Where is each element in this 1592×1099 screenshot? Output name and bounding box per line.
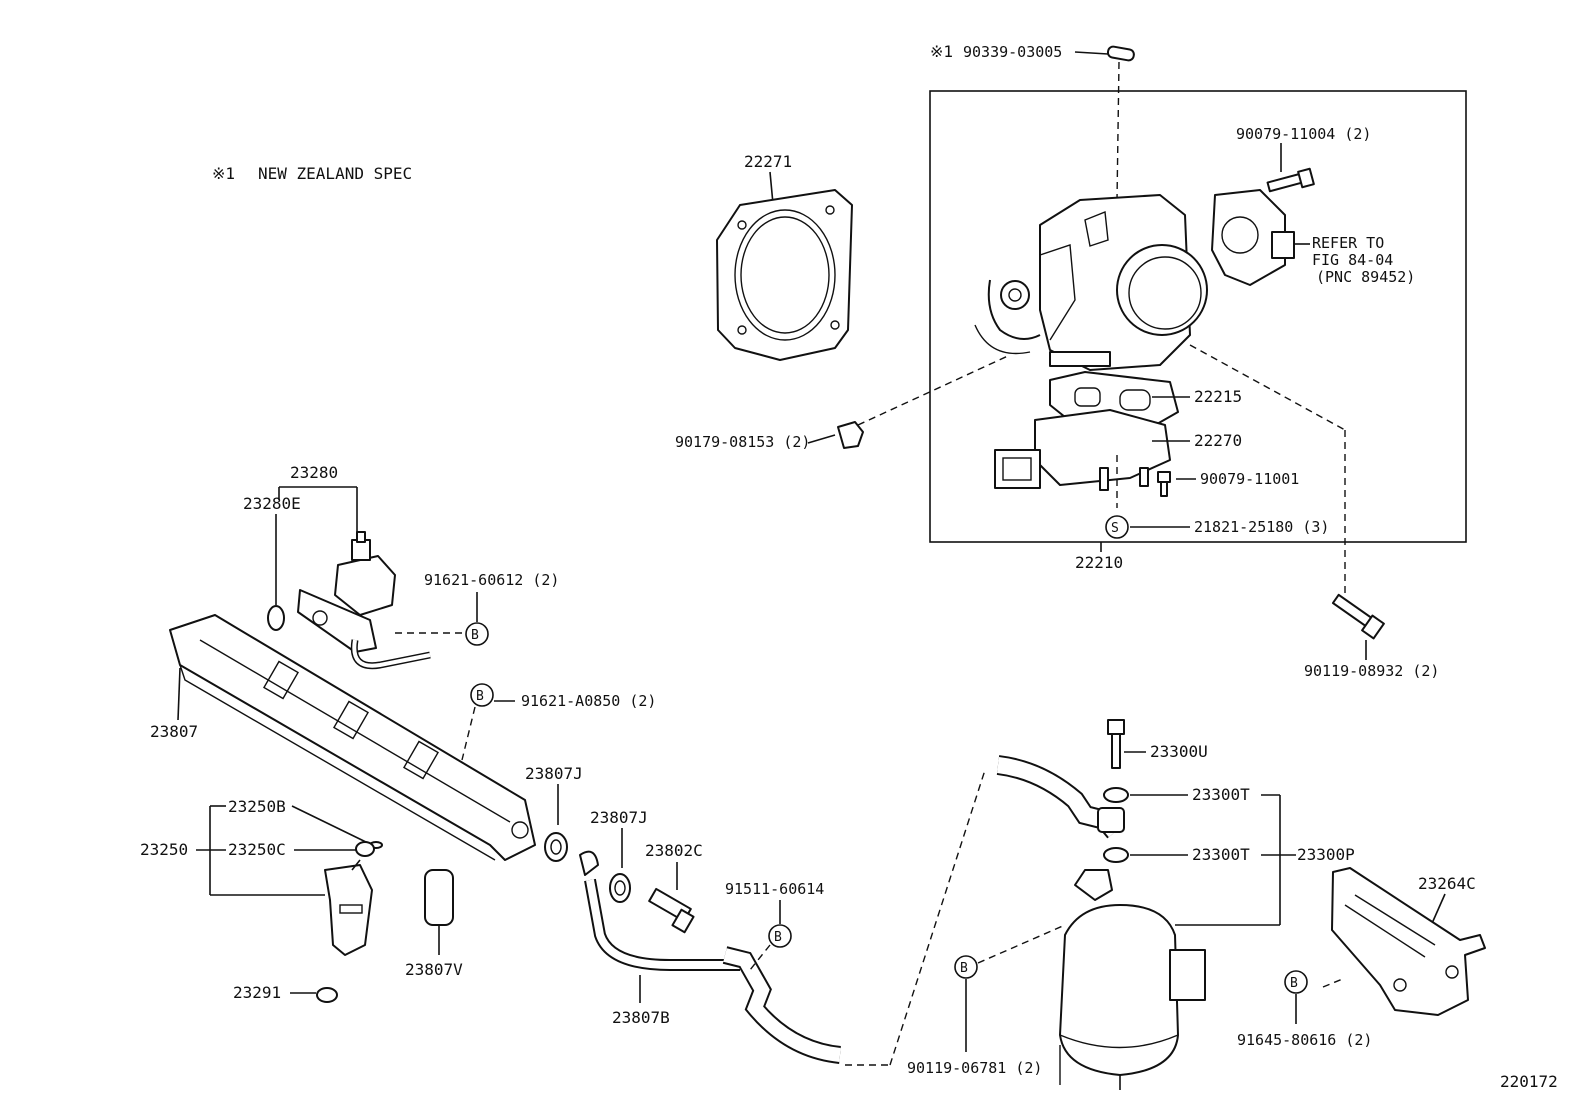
throttle-body-part — [974, 194, 1208, 371]
label-23250C[interactable]: 23250C — [228, 840, 286, 859]
throttle-body-assembly: 22210 ※1 90339-03005 90079-11004 ( — [929, 42, 1467, 572]
label-90119-06781[interactable]: 90119-06781 (2) — [907, 1059, 1042, 1077]
label-90339[interactable]: 90339-03005 — [963, 43, 1062, 61]
label-23300P[interactable]: 23300P — [1297, 845, 1355, 864]
label-23807J-a[interactable]: 23807J — [525, 764, 583, 783]
label-23264C[interactable]: 23264C — [1418, 874, 1476, 893]
b-marker-icon — [954, 955, 978, 979]
label-22210[interactable]: 22210 — [1075, 553, 1123, 572]
refer-line-1: REFER TO — [1312, 234, 1384, 252]
o-ring-23280E — [267, 605, 285, 631]
b-marker-text: B — [960, 961, 968, 976]
throttle-position-sensor-part — [1211, 189, 1295, 286]
label-23807V[interactable]: 23807V — [405, 960, 463, 979]
b-marker-icon — [470, 683, 494, 707]
label-23280E[interactable]: 23280E — [243, 494, 301, 513]
b-marker-text: B — [476, 689, 484, 704]
screw-90079-11001 — [1157, 471, 1171, 497]
bolt-90119-06781: B 90119-06781 (2) — [907, 924, 1066, 1077]
note: ※1 NEW ZEALAND SPEC — [212, 164, 412, 183]
figure-number: 220172 — [1500, 1072, 1558, 1091]
label-91645[interactable]: 91645-80616 (2) — [1237, 1031, 1372, 1049]
label-23807B[interactable]: 23807B — [612, 1008, 670, 1027]
label-91511[interactable]: 91511-60614 — [725, 880, 824, 898]
label-90079-11004[interactable]: 90079-11004 (2) — [1236, 125, 1371, 143]
fuel-rail: 23807 B 91621-A0850 (2) — [150, 614, 656, 861]
label-23280[interactable]: 23280 — [290, 463, 338, 482]
label-23807[interactable]: 23807 — [150, 722, 198, 741]
note-text: NEW ZEALAND SPEC — [258, 164, 412, 183]
label-91621-A0850[interactable]: 91621-A0850 (2) — [521, 692, 656, 710]
b-marker-text: B — [774, 930, 782, 945]
label-23291[interactable]: 23291 — [233, 983, 281, 1002]
b-marker-icon — [1284, 970, 1308, 994]
label-23250[interactable]: 23250 — [140, 840, 188, 859]
injector-group: 23250B 23250 23250C 23291 23807V — [140, 797, 463, 1003]
label-90339-mark: ※1 — [930, 42, 953, 61]
idle-air-control-valve-part — [994, 409, 1171, 491]
assembly-frame — [929, 90, 1467, 543]
screw-90079-11004 — [1266, 167, 1315, 193]
b-marker-icon — [465, 622, 489, 646]
b-marker-text: B — [1290, 976, 1298, 991]
bracket-23264C: 23264C B 91645-80616 (2) — [1237, 867, 1486, 1049]
label-23802C[interactable]: 23802C — [645, 841, 703, 860]
label-90119-08932[interactable]: 90119-08932 (2) — [1304, 662, 1439, 680]
refer-line-3: (PNC 89452) — [1316, 268, 1415, 286]
label-23300U[interactable]: 23300U — [1150, 742, 1208, 761]
note-mark: ※1 — [212, 164, 235, 183]
gasket-22271: 22271 — [716, 152, 853, 361]
label-23807J-b[interactable]: 23807J — [590, 808, 648, 827]
label-22270[interactable]: 22270 — [1194, 431, 1242, 450]
fuel-filter-group: 23300U 23300T 23300T 23300P — [996, 719, 1355, 1090]
pin-part — [1106, 45, 1135, 62]
label-23250B[interactable]: 23250B — [228, 797, 286, 816]
label-90179[interactable]: 90179-08153 (2) — [675, 433, 810, 451]
s-marker-text: S — [1111, 521, 1119, 536]
s-marker-icon — [1105, 515, 1129, 539]
label-21821[interactable]: 21821-25180 (3) — [1194, 518, 1329, 536]
label-90079-11001[interactable]: 90079-11001 — [1200, 470, 1299, 488]
damper-23807V — [424, 869, 454, 926]
label-23300T-b[interactable]: 23300T — [1192, 845, 1250, 864]
bolt-90119-08932: 90119-08932 (2) — [1189, 344, 1439, 680]
refer-line-2[interactable]: FIG 84-04 — [1312, 251, 1393, 269]
label-23300T-a[interactable]: 23300T — [1192, 785, 1250, 804]
fuel-hose-group: 23807J 23807J 23802C 23807B 91511-60614 … — [525, 764, 986, 1066]
b-marker-icon — [768, 924, 792, 948]
nut-90179-08153: 90179-08153 (2) — [675, 354, 1011, 451]
pressure-regulator: 23280 23280E 91621-60612 (2) B — [243, 463, 559, 670]
b-marker-text: B — [471, 628, 479, 643]
label-22215[interactable]: 22215 — [1194, 387, 1242, 406]
label-91621-60612[interactable]: 91621-60612 (2) — [424, 571, 559, 589]
label-22271[interactable]: 22271 — [744, 152, 792, 171]
